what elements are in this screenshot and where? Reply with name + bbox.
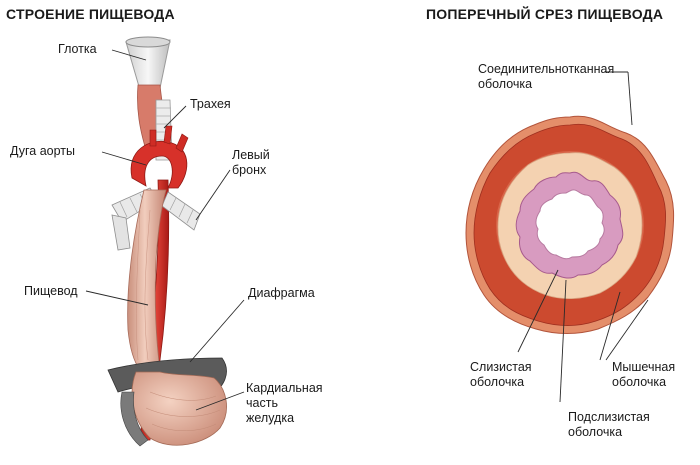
label-muscular-line2: оболочка [612, 375, 675, 390]
label-left-bronchus-line2: бронх [232, 163, 270, 178]
label-mucosa-line1: Слизистая [470, 360, 532, 375]
stomach-shape [132, 372, 226, 445]
label-cardia: Кардиальная часть желудка [246, 381, 323, 426]
label-connective-line2: оболочка [478, 77, 614, 92]
right-title: ПОПЕРЕЧНЫЙ СРЕЗ ПИЩЕВОДА [426, 6, 663, 22]
label-left-bronchus: Левый бронх [232, 148, 270, 178]
label-submucosa-line1: Подслизистая [568, 410, 650, 425]
label-diaphragm: Диафрагма [248, 286, 315, 301]
label-muscular-line1: Мышечная [612, 360, 675, 375]
label-muscular: Мышечная оболочка [612, 360, 675, 390]
label-mucosa: Слизистая оболочка [470, 360, 532, 390]
label-cardia-line2: часть [246, 396, 323, 411]
label-cardia-line1: Кардиальная [246, 381, 323, 396]
label-connective-line1: Соединительнотканная [478, 62, 614, 77]
label-pharynx: Глотка [58, 42, 97, 57]
label-aortic-arch: Дуга аорты [10, 144, 75, 159]
cross-section [466, 116, 674, 333]
label-submucosa: Подслизистая оболочка [568, 410, 650, 440]
label-connective: Соединительнотканная оболочка [478, 62, 614, 92]
label-left-bronchus-line1: Левый [232, 148, 270, 163]
label-cardia-line3: желудка [246, 411, 323, 426]
label-submucosa-line2: оболочка [568, 425, 650, 440]
label-esophagus: Пищевод [24, 284, 78, 299]
label-trachea: Трахея [190, 97, 231, 112]
label-mucosa-line2: оболочка [470, 375, 532, 390]
left-title: СТРОЕНИЕ ПИЩЕВОДА [6, 6, 175, 22]
